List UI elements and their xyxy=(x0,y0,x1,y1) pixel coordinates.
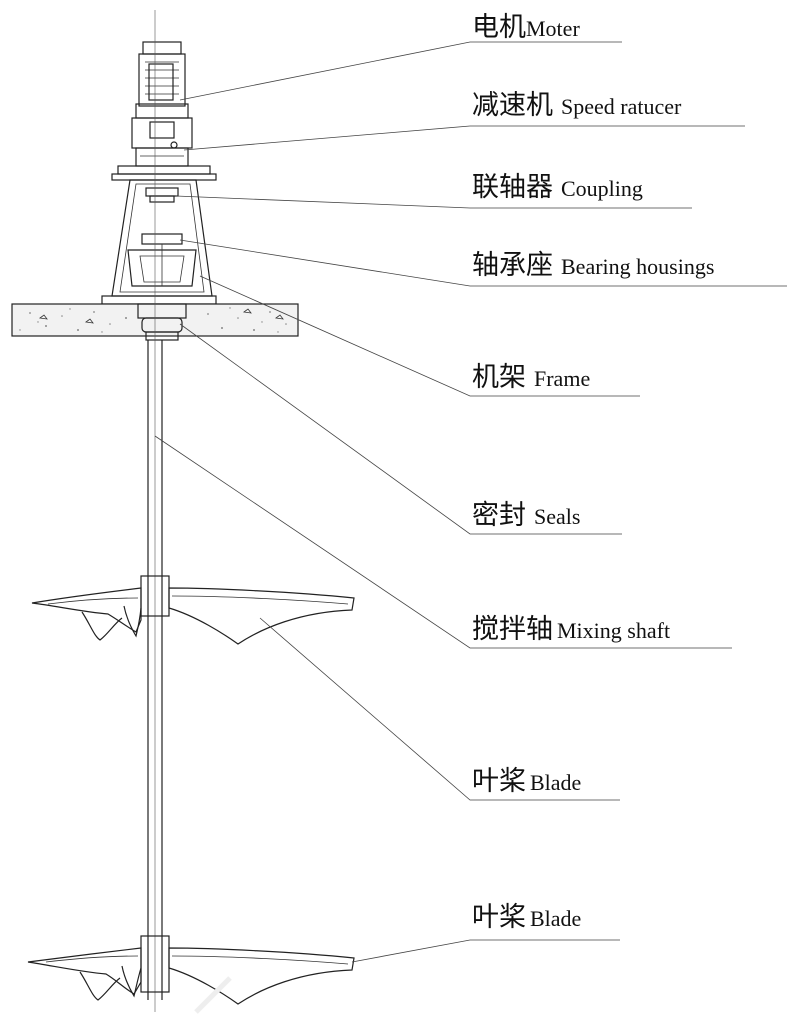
label-frame-cn: 机架 xyxy=(472,362,526,392)
label-blade2-cn: 叶桨 xyxy=(472,902,526,932)
leader-blade2 xyxy=(351,939,620,963)
label-seals: 密封 Seals xyxy=(472,500,580,530)
label-seals-cn: 密封 xyxy=(472,500,526,530)
leader-coupling xyxy=(175,195,692,209)
label-seals-en: Seals xyxy=(534,504,580,529)
label-frame: 机架 Frame xyxy=(472,362,590,392)
label-bearing-cn: 轴承座 xyxy=(472,250,553,280)
label-shaft-cn: 搅拌轴 xyxy=(472,614,553,644)
mixing-shaft-part xyxy=(147,10,163,1012)
speed-reducer-part xyxy=(131,117,193,167)
leader-bearing xyxy=(179,239,787,287)
upper-blade-part xyxy=(31,575,355,645)
leader-blade1 xyxy=(259,617,620,801)
label-coupling-cn: 联轴器 xyxy=(472,172,553,202)
leader-frame xyxy=(199,275,640,397)
label-motor-en: Moter xyxy=(526,16,580,41)
label-bearing: 轴承座 Bearing housings xyxy=(472,250,714,280)
label-coupling: 联轴器 Coupling xyxy=(472,172,643,202)
label-reducer-cn: 减速机 xyxy=(472,90,553,120)
label-motor: 电机Moter xyxy=(472,12,580,42)
agitator-drawing xyxy=(11,10,355,1014)
coupling-part xyxy=(145,187,179,203)
label-motor-cn: 电机 xyxy=(472,12,526,42)
part-labels: 电机Moter 减速机 Speed ratucer 联轴器 Coupling 轴承座… xyxy=(472,12,714,932)
label-reducer-en: Speed ratucer xyxy=(561,94,682,119)
label-blade1-en: Blade xyxy=(530,770,581,795)
label-blade1-cn: 叶桨 xyxy=(472,766,526,796)
top-flange-lip xyxy=(111,173,217,181)
leader-lines xyxy=(154,41,787,963)
base-flange xyxy=(101,295,217,305)
label-reducer: 减速机 Speed ratucer xyxy=(472,90,682,120)
label-blade2-en: Blade xyxy=(530,906,581,931)
bearing-housing-part xyxy=(127,233,197,287)
leader-shaft xyxy=(154,435,732,649)
watermark-mark xyxy=(194,976,232,1014)
motor-part xyxy=(135,41,189,119)
lower-blade-part xyxy=(27,935,355,1005)
top-flange xyxy=(117,165,211,175)
label-bearing-en: Bearing housings xyxy=(561,254,714,279)
label-frame-en: Frame xyxy=(534,366,590,391)
leader-reducer xyxy=(183,125,745,151)
label-shaft-en: Mixing shaft xyxy=(557,618,670,643)
leader-seals xyxy=(179,323,622,535)
leader-motor xyxy=(179,41,622,101)
label-coupling-en: Coupling xyxy=(561,176,643,201)
